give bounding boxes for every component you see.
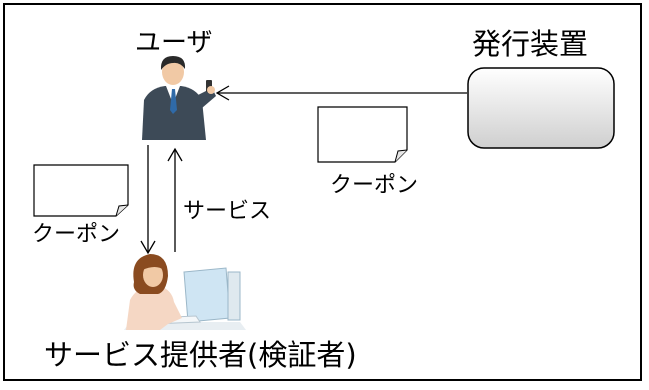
businessman-icon: [142, 56, 216, 140]
woman-at-computer-icon: [124, 254, 246, 330]
issuer-label: 発行装置: [472, 27, 589, 61]
coupon-document-top: [317, 106, 408, 163]
user-label: ユーザ: [135, 28, 213, 58]
provider-label: サービス提供者(検証者): [44, 338, 357, 372]
arrowhead-user-to-provider: [140, 240, 156, 255]
coupon-label-left: クーポン: [32, 222, 121, 247]
arrowhead-provider-to-user: [167, 147, 183, 162]
coupon-label-top: クーポン: [330, 173, 419, 198]
arrowhead-issuer-to-user: [215, 85, 230, 101]
issuer-device-box: [467, 67, 615, 149]
coupon-document-left: [33, 164, 129, 217]
service-label: サービス: [183, 199, 272, 224]
